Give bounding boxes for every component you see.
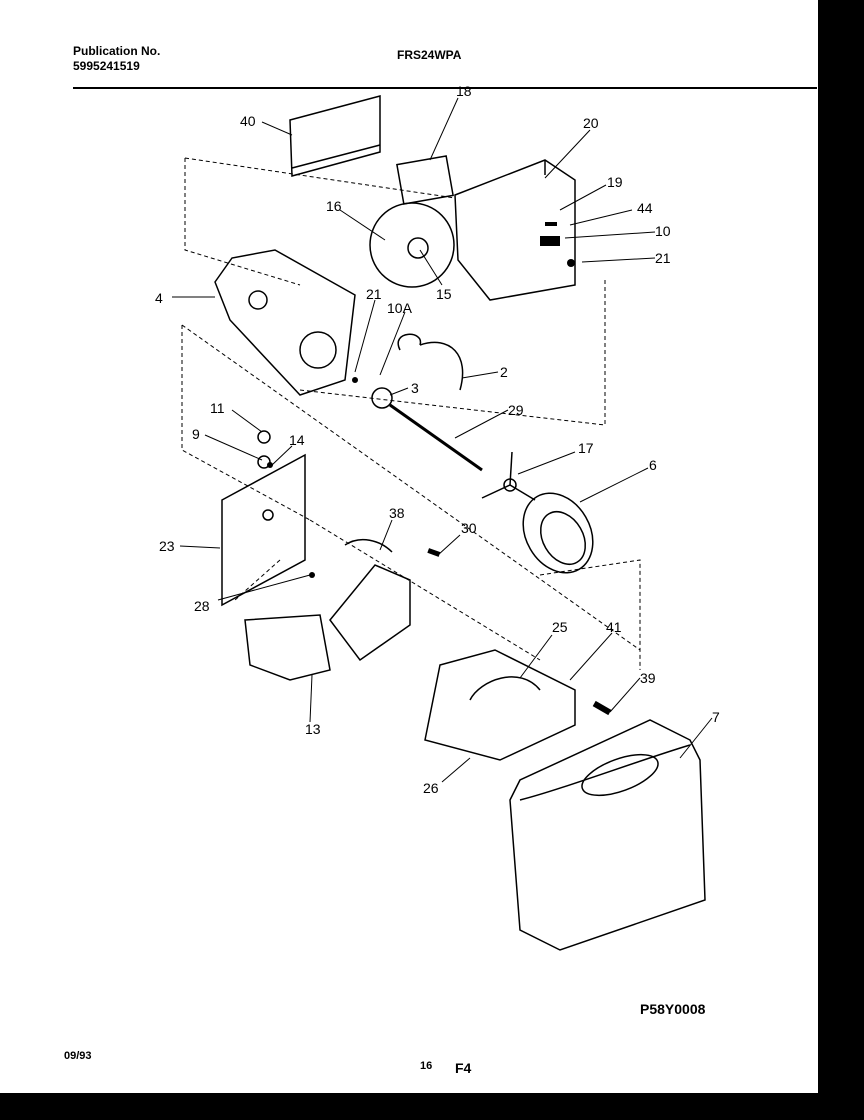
callout-10: 10: [655, 223, 671, 239]
part-13-chute-door: [245, 615, 330, 680]
callout-25: 25: [552, 619, 568, 635]
sheet: [0, 0, 818, 1093]
part-30-screw: [427, 548, 441, 557]
part-16-lamp-socket: [370, 203, 454, 287]
publication-label: Publication No.: [73, 44, 161, 58]
part-23-plate: [222, 455, 305, 605]
leader-lines: [172, 98, 712, 782]
callout-40: 40: [240, 113, 256, 129]
part-18-motor: [397, 156, 453, 204]
callout-21-upper: 21: [655, 250, 671, 266]
callout-21-lower: 21: [366, 286, 382, 302]
part-21-screw: [567, 259, 575, 267]
callout-11: 11: [210, 400, 225, 416]
part-21-clip: [352, 377, 358, 383]
part-11-washer: [258, 431, 270, 443]
callout-17: 17: [578, 440, 594, 456]
callout-10a: 10A: [387, 300, 412, 316]
callout-2: 2: [500, 364, 508, 380]
callout-15: 15: [436, 286, 452, 302]
part-28-screw: [309, 572, 315, 578]
part-20-housing: [455, 160, 575, 300]
callout-9: 9: [192, 426, 200, 442]
publication-number: 5995241519: [73, 59, 140, 73]
callout-39: 39: [640, 670, 656, 686]
part-4-bucket-frame: [215, 250, 355, 395]
callout-29: 29: [508, 402, 524, 418]
part-39-screw: [592, 700, 612, 716]
part-25-cover: [470, 677, 540, 700]
callout-44: 44: [637, 200, 653, 216]
part-7-ice-bucket: [510, 720, 705, 950]
callout-30: 30: [461, 520, 477, 536]
figure-code: F4: [455, 1060, 472, 1076]
part-40-panel: [290, 96, 380, 176]
diagram-code: P58Y0008: [640, 1001, 706, 1017]
part-38-solenoid: [330, 565, 410, 660]
callout-19: 19: [607, 174, 623, 190]
part-26-motor-bracket: [425, 650, 575, 760]
model-number: FRS24WPA: [397, 48, 462, 62]
callout-14: 14: [289, 432, 305, 448]
callout-18: 18: [456, 83, 472, 99]
part-14-nut: [267, 462, 273, 468]
part-29-auger-shaft: [390, 405, 482, 470]
part-6-wheel: [509, 481, 606, 586]
callout-20: 20: [583, 115, 599, 131]
revision-date: 09/93: [64, 1050, 92, 1062]
callout-6: 6: [649, 457, 657, 473]
page-number: 16: [420, 1060, 433, 1072]
callout-16: 16: [326, 198, 342, 214]
part-2-wire: [420, 342, 463, 390]
part-10-switch: [540, 236, 560, 246]
part-17-blade: [482, 452, 535, 500]
callout-7: 7: [712, 709, 720, 725]
callout-26: 26: [423, 780, 439, 796]
callout-13: 13: [305, 721, 321, 737]
callout-38: 38: [389, 505, 405, 521]
callout-4: 4: [155, 290, 163, 306]
parts-outlines: [215, 96, 705, 950]
assembly-guide-lines: [182, 158, 640, 670]
part-3-coupler: [372, 388, 392, 408]
callout-23: 23: [159, 538, 175, 554]
callout-28: 28: [194, 598, 210, 614]
callout-41: 41: [606, 619, 622, 635]
small-hardware: [267, 222, 612, 716]
callout-3: 3: [411, 380, 419, 396]
part-44-screw: [545, 222, 557, 226]
